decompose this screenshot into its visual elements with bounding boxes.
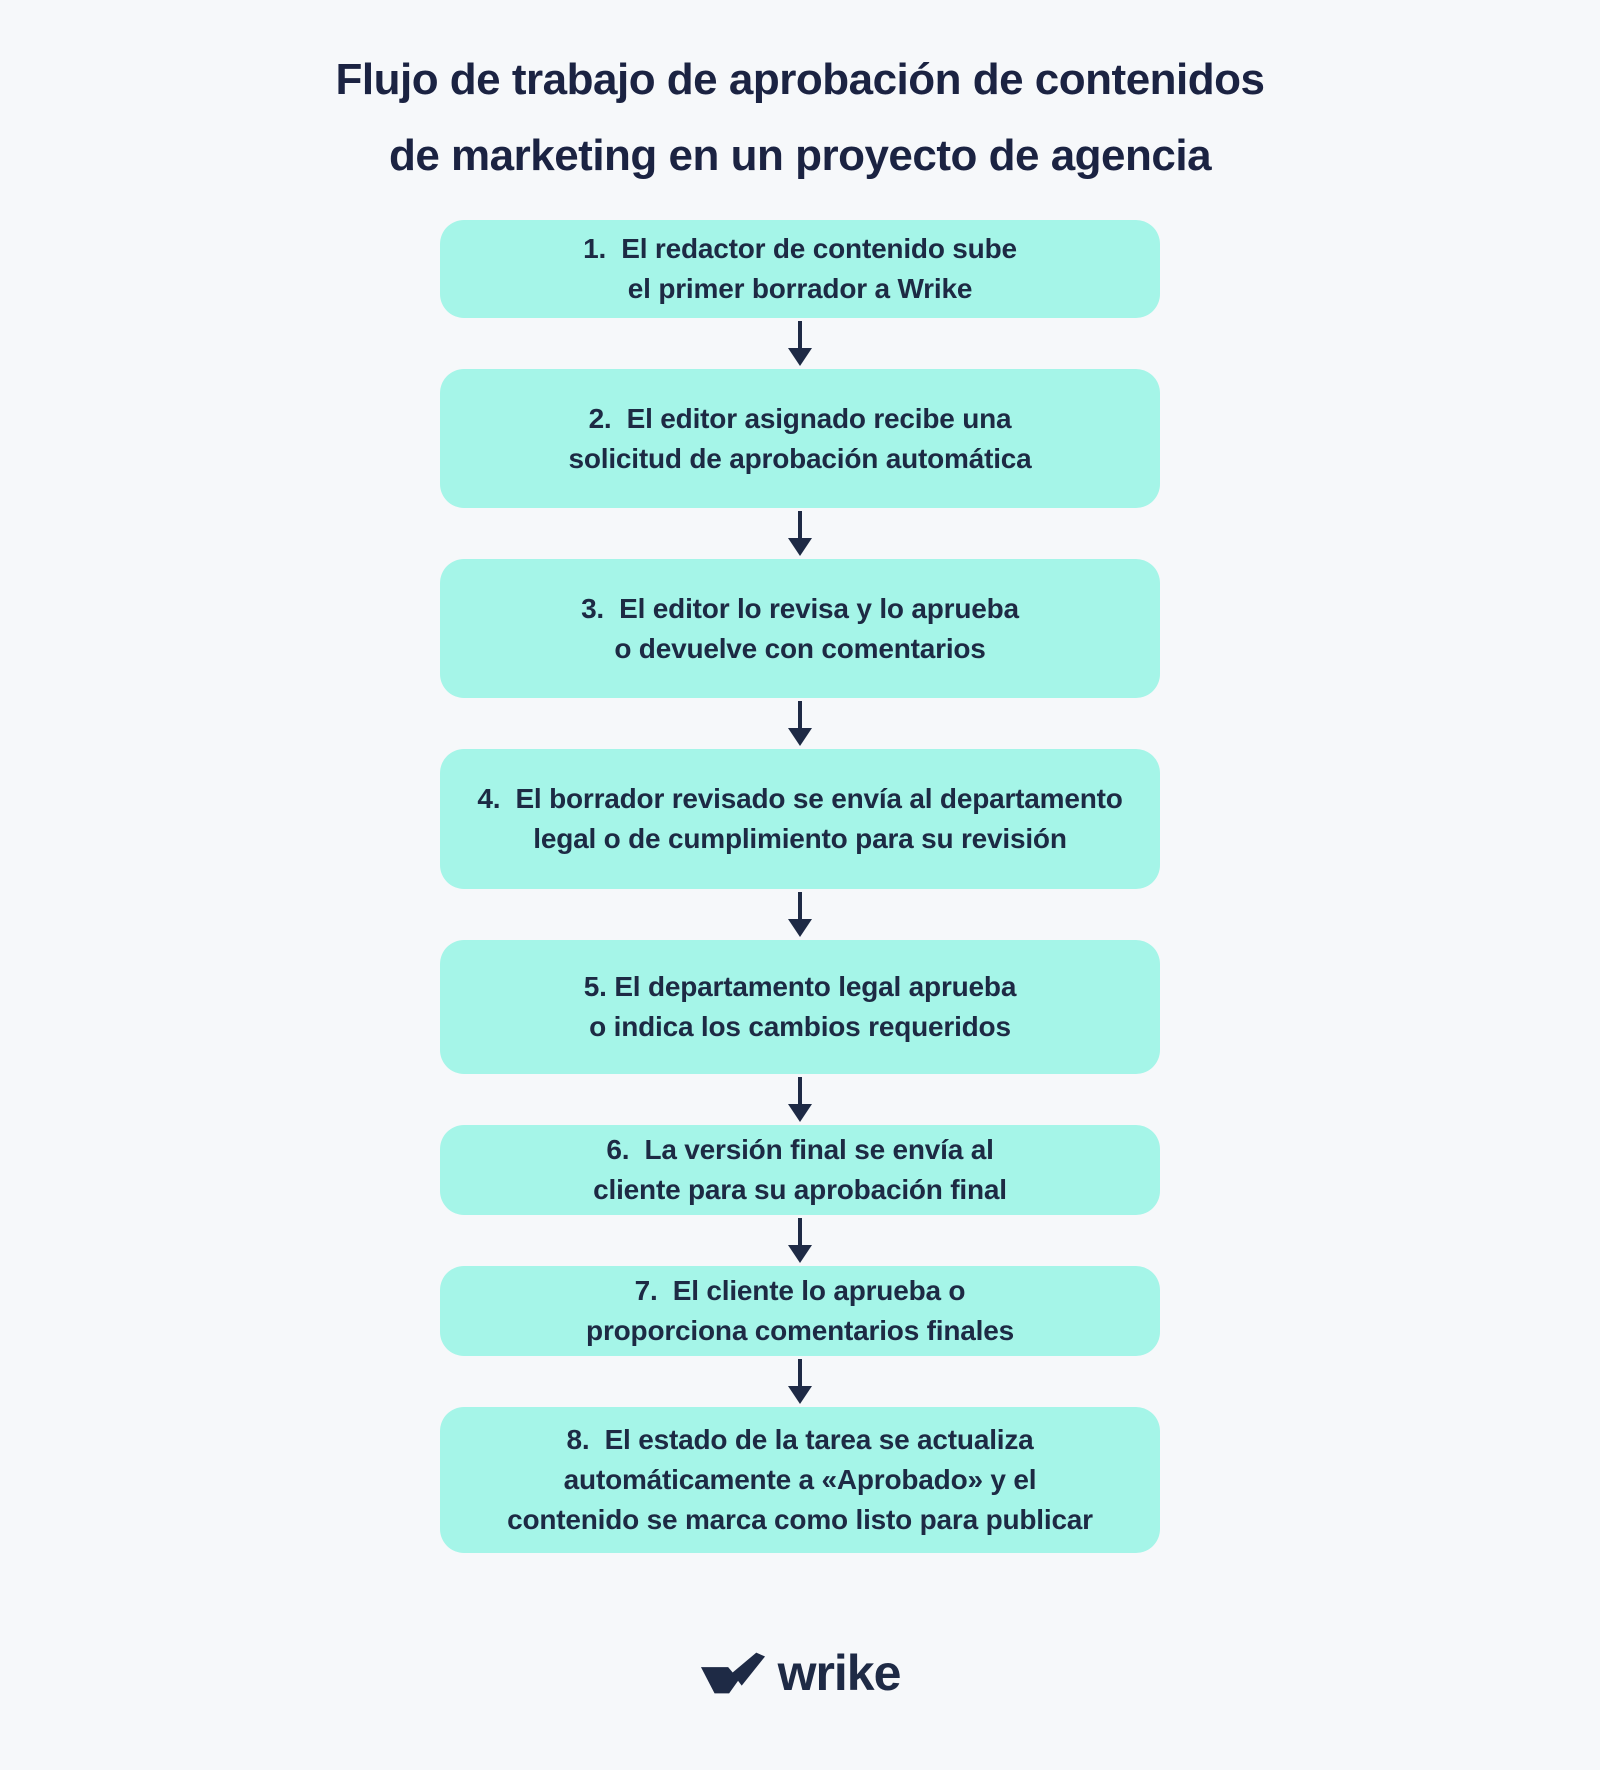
step-text-line: proporciona comentarios finales	[586, 1315, 1014, 1346]
down-arrow-icon	[440, 1356, 1160, 1407]
flow-step-8: 8. El estado de la tarea se actualiza au…	[440, 1407, 1160, 1553]
wrike-wordmark: wrike	[777, 1645, 902, 1701]
step-text-line: 1. El redactor de contenido sube	[583, 233, 1017, 264]
step-text-line: o devuelve con comentarios	[614, 632, 986, 664]
step-text-line: 4. El borrador revisado se envía al depa…	[477, 783, 1123, 814]
arrow-head	[788, 1245, 812, 1263]
step-text-line: solicitud de aprobación automática	[568, 442, 1032, 474]
flow-step-4: 4. El borrador revisado se envía al depa…	[440, 749, 1160, 889]
flow-step-5: 5. El departamento legal aprueba o indic…	[440, 940, 1160, 1074]
flow-step-7: 7. El cliente lo aprueba o proporciona c…	[440, 1266, 1160, 1356]
step-text-line: 5. El departamento legal aprueba	[583, 971, 1017, 1002]
down-arrow-icon	[440, 318, 1160, 369]
step-text-line: 6. La versión final se envía al	[606, 1134, 994, 1165]
arrow-shaft	[798, 701, 802, 728]
wrike-logo-mark-icon	[700, 1652, 765, 1694]
page-title-line-2: de marketing en un proyecto de agencia	[388, 131, 1212, 180]
flow-step-6: 6. La versión final se envía al cliente …	[440, 1125, 1160, 1215]
down-arrow-icon	[440, 508, 1160, 559]
step-text-line: 3. El editor lo revisa y lo aprueba	[581, 592, 1019, 624]
arrow-head	[788, 538, 812, 556]
flow-step-3: 3. El editor lo revisa y lo aprueba o de…	[440, 559, 1160, 698]
wrike-logo: wrike	[0, 1645, 1600, 1701]
step-text-line: o indica los cambios requeridos	[589, 1011, 1011, 1042]
flow-step-1: 1. El redactor de contenido sube el prim…	[440, 220, 1160, 318]
arrow-shaft	[798, 1218, 802, 1245]
arrow-head	[788, 1386, 812, 1404]
down-arrow-icon	[440, 1215, 1160, 1266]
down-arrow-icon	[440, 1074, 1160, 1125]
step-text-line: 7. El cliente lo aprueba o	[634, 1275, 966, 1306]
down-arrow-icon	[440, 698, 1160, 749]
step-text-line: el primer borrador a Wrike	[627, 273, 973, 304]
arrow-shaft	[798, 1359, 802, 1386]
arrow-head	[788, 348, 812, 366]
arrow-shaft	[798, 511, 802, 538]
step-text-line: contenido se marca como listo para publi…	[507, 1504, 1093, 1535]
page-title: Flujo de trabajo de aprobación de conten…	[0, 0, 1600, 194]
step-text-line: 2. El editor asignado recibe una	[588, 402, 1012, 434]
arrow-head	[788, 1104, 812, 1122]
step-text-line: automáticamente a «Aprobado» y el	[563, 1464, 1037, 1495]
arrow-shaft	[798, 892, 802, 919]
arrow-shaft	[798, 1077, 802, 1104]
flow-step-2: 2. El editor asignado recibe una solicit…	[440, 369, 1160, 508]
step-text-line: 8. El estado de la tarea se actualiza	[566, 1424, 1034, 1455]
page-title-line-1: Flujo de trabajo de aprobación de conten…	[335, 55, 1265, 104]
down-arrow-icon	[440, 889, 1160, 940]
flowchart: 1. El redactor de contenido sube el prim…	[440, 220, 1160, 1553]
arrow-shaft	[798, 321, 802, 348]
step-text-line: cliente para su aprobación final	[593, 1174, 1007, 1205]
arrow-head	[788, 728, 812, 746]
arrow-head	[788, 919, 812, 937]
step-text-line: legal o de cumplimiento para su revisión	[533, 823, 1067, 854]
